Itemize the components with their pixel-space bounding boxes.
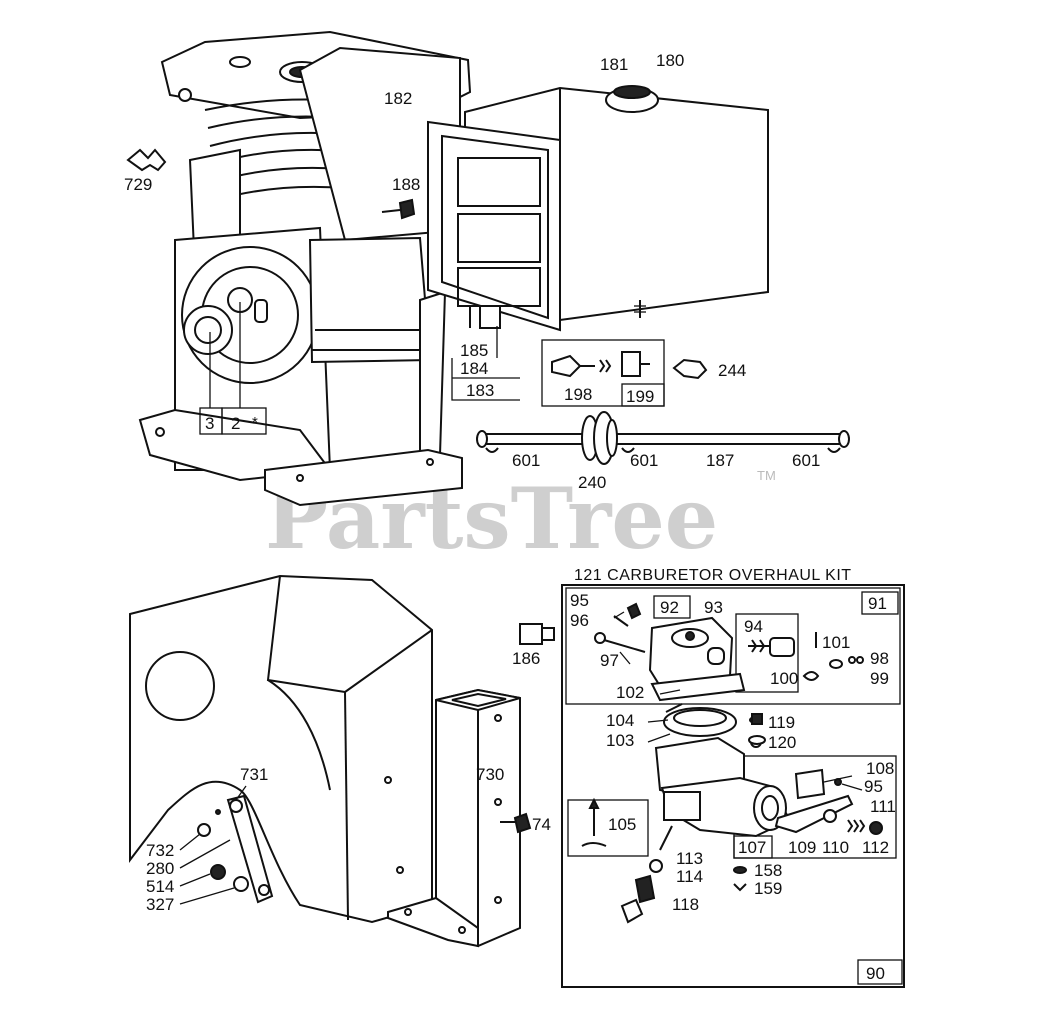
label-327: 327 <box>146 895 174 914</box>
label-3: 3 <box>205 414 214 433</box>
label-107: 107 <box>738 838 766 857</box>
label-96: 96 <box>570 611 589 630</box>
air-chute-730 <box>387 688 521 948</box>
callout-labels: 181 180 182 729 188 185 184 183 198 199 … <box>124 51 896 983</box>
label-star: * <box>252 414 258 431</box>
part-184-bolt <box>469 305 501 329</box>
screw-119 <box>748 713 766 745</box>
part-186-elbow <box>519 623 555 645</box>
carburetor-upper-body <box>648 616 746 702</box>
label-99: 99 <box>870 669 889 688</box>
label-90: 90 <box>866 964 885 983</box>
box-198-199 <box>541 339 665 407</box>
blower-housing-731 <box>129 574 433 924</box>
label-119: 119 <box>768 713 795 732</box>
label-729: 729 <box>124 175 152 194</box>
label-730: 730 <box>476 765 504 784</box>
kit-frame-91 <box>565 587 901 705</box>
label-92: 92 <box>660 598 679 617</box>
label-188: 188 <box>392 175 420 194</box>
part-105-needle <box>581 797 607 847</box>
label-180: 180 <box>656 51 684 70</box>
label-732: 732 <box>146 841 174 860</box>
label-111: 111 <box>870 797 896 816</box>
label-109: 109 <box>788 838 816 857</box>
label-95a: 95 <box>570 591 589 610</box>
part-244-fitting <box>672 358 708 380</box>
label-186: 186 <box>512 649 540 668</box>
governor-linkage <box>197 794 274 904</box>
part-94-jet <box>748 637 795 657</box>
small-fasteners <box>802 632 864 681</box>
label-100: 100 <box>770 669 798 688</box>
label-94: 94 <box>744 617 763 636</box>
label-110: 110 <box>822 838 849 857</box>
label-601-mid: 601 <box>630 451 658 470</box>
label-601-left: 601 <box>512 451 540 470</box>
carburetor-lower-body <box>654 703 792 838</box>
label-114: 114 <box>676 867 703 886</box>
label-2: 2 <box>231 414 240 433</box>
watermark-trademark: TM <box>757 468 776 483</box>
label-103: 103 <box>606 731 634 750</box>
label-108: 108 <box>866 759 894 778</box>
label-95b: 95 <box>864 777 883 796</box>
small-seals <box>733 866 747 892</box>
bracket-183 <box>451 358 520 401</box>
label-514: 514 <box>146 877 174 896</box>
part-188-screw <box>381 198 416 220</box>
kit-frame-90 <box>561 584 905 988</box>
label-601-right: 601 <box>792 451 820 470</box>
label-98: 98 <box>870 649 889 668</box>
fuel-tank <box>427 85 769 332</box>
label-198: 198 <box>564 385 592 404</box>
label-93: 93 <box>704 598 723 617</box>
part-729-clip <box>126 148 167 172</box>
label-104: 104 <box>606 711 634 730</box>
label-158: 158 <box>754 861 782 880</box>
label-102: 102 <box>616 683 644 702</box>
part-74-screw <box>500 812 532 834</box>
box-2 <box>221 407 267 435</box>
label-187: 187 <box>706 451 734 470</box>
label-184: 184 <box>460 359 488 378</box>
label-159: 159 <box>754 879 782 898</box>
label-280: 280 <box>146 859 174 878</box>
engine-cylinder-block <box>138 30 472 507</box>
kit-title: 121 CARBURETOR OVERHAUL KIT <box>574 567 852 584</box>
label-199: 199 <box>626 387 654 406</box>
label-185: 185 <box>460 341 488 360</box>
fuel-fittings <box>551 351 650 378</box>
label-240: 240 <box>578 473 606 492</box>
label-244: 244 <box>718 361 746 380</box>
label-113: 113 <box>676 849 703 868</box>
label-118: 118 <box>672 895 699 914</box>
label-182: 182 <box>384 89 412 108</box>
label-112: 112 <box>862 838 889 857</box>
main-jet-parts <box>620 825 673 924</box>
fuel-line-187 <box>476 411 850 465</box>
label-91: 91 <box>868 594 887 613</box>
needle-valve-parts <box>594 602 646 653</box>
label-181: 181 <box>600 55 628 74</box>
label-183: 183 <box>466 381 494 400</box>
label-105: 105 <box>608 815 636 834</box>
label-101: 101 <box>822 633 850 652</box>
label-120: 120 <box>768 733 796 752</box>
label-731: 731 <box>240 765 268 784</box>
label-74: 74 <box>532 815 551 834</box>
label-97: 97 <box>600 651 619 670</box>
